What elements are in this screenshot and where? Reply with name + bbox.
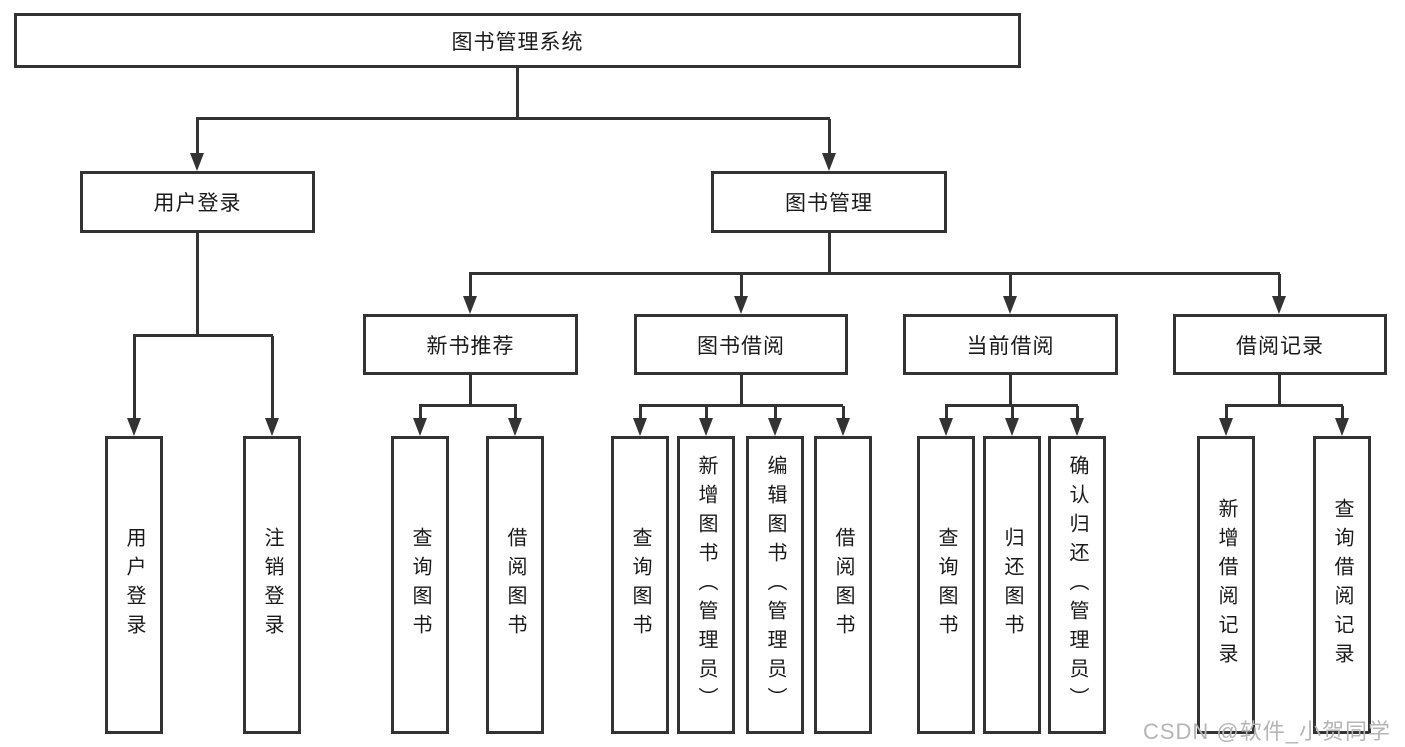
connector-line bbox=[774, 406, 777, 418]
arrow-down-icon bbox=[413, 418, 427, 436]
node-label: 用户登录 bbox=[153, 192, 242, 215]
connector-line bbox=[469, 272, 1280, 275]
leaf-edit-book-admin: 编辑图书（管理员） bbox=[746, 436, 804, 734]
connector-line bbox=[639, 406, 642, 418]
node-label: 编辑图书（管理员） bbox=[764, 454, 786, 716]
connector-line bbox=[1278, 375, 1281, 406]
connector-line bbox=[469, 375, 472, 406]
arrow-down-icon bbox=[1005, 418, 1019, 436]
node-label: 查询图书 bbox=[935, 527, 957, 643]
node-label: 新书推荐 bbox=[426, 334, 515, 358]
connector-line bbox=[419, 404, 517, 407]
arrow-down-icon bbox=[1335, 418, 1349, 436]
arrow-down-icon bbox=[822, 153, 836, 171]
connector-line bbox=[842, 406, 845, 418]
node-label: 图书管理 bbox=[785, 192, 873, 215]
arrow-down-icon bbox=[1003, 296, 1017, 314]
connector-line bbox=[740, 274, 743, 296]
arrow-down-icon bbox=[127, 418, 141, 436]
arrow-down-icon bbox=[1219, 418, 1233, 436]
node-label: 借阅记录 bbox=[1236, 334, 1324, 358]
connector-line bbox=[1278, 274, 1281, 296]
connector-line bbox=[469, 274, 472, 296]
arrow-down-icon bbox=[463, 296, 477, 314]
node-label: 查询图书 bbox=[629, 527, 651, 643]
connector-line bbox=[271, 336, 274, 418]
leaf-query-books-current: 查询图书 bbox=[917, 436, 975, 734]
node-label: 借阅图书 bbox=[504, 527, 526, 643]
node-label: 查询借阅记录 bbox=[1331, 498, 1353, 672]
connector-line bbox=[196, 117, 830, 120]
csdn-watermark: CSDN @软件_小贺同学 bbox=[1142, 719, 1391, 744]
connector-line bbox=[516, 68, 519, 119]
arrow-down-icon bbox=[699, 418, 713, 436]
node-label: 图书借阅 bbox=[697, 334, 785, 358]
arrow-down-icon bbox=[1070, 418, 1084, 436]
node-label: 图书管理系统 bbox=[451, 30, 584, 54]
node-book-management: 图书管理 bbox=[711, 171, 947, 233]
connector-line bbox=[828, 119, 831, 153]
leaf-return-book: 归还图书 bbox=[983, 436, 1041, 734]
connector-line bbox=[1225, 404, 1343, 407]
arrow-down-icon bbox=[734, 296, 748, 314]
connector-line bbox=[419, 406, 422, 418]
leaf-logout: 注销登录 bbox=[243, 436, 301, 734]
node-label: 确认归还（管理员） bbox=[1066, 454, 1088, 716]
node-library-system: 图书管理系统 bbox=[14, 13, 1021, 68]
connector-line bbox=[133, 334, 273, 337]
node-label: 新增图书（管理员） bbox=[695, 454, 717, 716]
connector-line bbox=[133, 336, 136, 418]
arrow-down-icon bbox=[190, 153, 204, 171]
arrow-down-icon bbox=[1272, 296, 1286, 314]
node-label: 注销登录 bbox=[261, 527, 283, 643]
connector-line bbox=[945, 404, 1078, 407]
connector-line bbox=[740, 375, 743, 406]
connector-line bbox=[1009, 375, 1012, 406]
arrow-down-icon bbox=[265, 418, 279, 436]
node-current-borrow: 当前借阅 bbox=[903, 314, 1118, 375]
connector-line bbox=[1009, 274, 1012, 296]
node-label: 新增借阅记录 bbox=[1215, 498, 1237, 672]
node-label: 借阅图书 bbox=[832, 527, 854, 643]
leaf-confirm-return-admin: 确认归还（管理员） bbox=[1048, 436, 1106, 734]
leaf-user-login: 用户登录 bbox=[105, 436, 163, 734]
arrow-down-icon bbox=[633, 418, 647, 436]
node-label: 归还图书 bbox=[1001, 527, 1023, 643]
node-label: 用户登录 bbox=[123, 527, 145, 643]
leaf-borrow-books-recommend: 借阅图书 bbox=[486, 436, 544, 734]
node-new-book-recommend: 新书推荐 bbox=[363, 314, 578, 375]
connector-line bbox=[639, 404, 843, 407]
node-borrow-records: 借阅记录 bbox=[1173, 314, 1387, 375]
node-user-login: 用户登录 bbox=[80, 171, 315, 233]
connector-line bbox=[1225, 406, 1228, 418]
connector-line bbox=[705, 406, 708, 418]
arrow-down-icon bbox=[836, 418, 850, 436]
arrow-down-icon bbox=[508, 418, 522, 436]
arrow-down-icon bbox=[939, 418, 953, 436]
leaf-add-book-admin: 新增图书（管理员） bbox=[677, 436, 735, 734]
connector-line bbox=[945, 406, 948, 418]
node-label: 查询图书 bbox=[409, 527, 431, 643]
connector-line bbox=[1341, 406, 1344, 418]
connector-line bbox=[196, 119, 199, 153]
leaf-query-books-borrow: 查询图书 bbox=[611, 436, 669, 734]
connector-line bbox=[1011, 406, 1014, 418]
connector-line bbox=[514, 406, 517, 418]
leaf-add-borrow-record: 新增借阅记录 bbox=[1197, 436, 1255, 734]
leaf-borrow-books: 借阅图书 bbox=[814, 436, 872, 734]
connector-line bbox=[196, 233, 199, 336]
node-book-borrow: 图书借阅 bbox=[634, 314, 848, 375]
connector-line bbox=[828, 233, 831, 274]
leaf-query-borrow-record: 查询借阅记录 bbox=[1313, 436, 1371, 734]
leaf-query-books-recommend: 查询图书 bbox=[391, 436, 449, 734]
connector-line bbox=[1076, 406, 1079, 418]
arrow-down-icon bbox=[768, 418, 782, 436]
node-label: 当前借阅 bbox=[966, 334, 1055, 358]
